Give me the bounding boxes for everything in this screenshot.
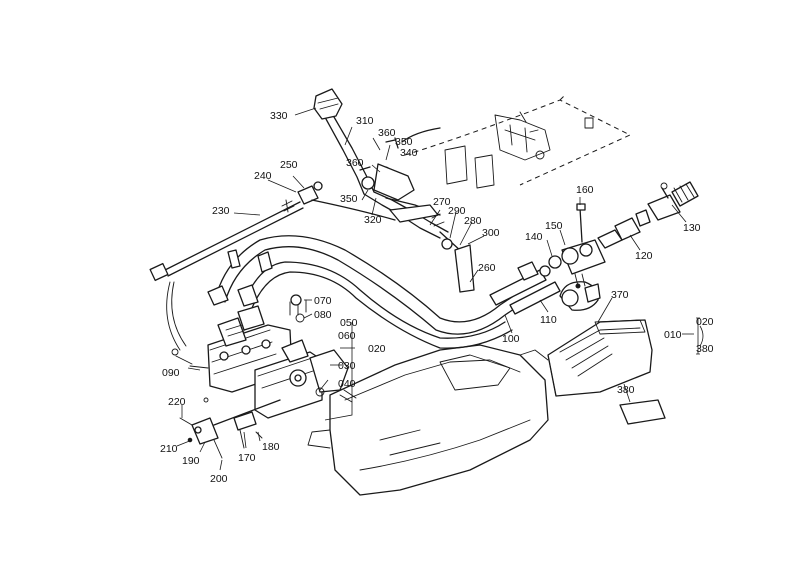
- callout-310: 310: [356, 115, 374, 127]
- callout-labels: 330 310 360 350 340 360 350 320 250 240 …: [160, 110, 714, 485]
- callout-020: 020: [368, 343, 386, 355]
- gear-lever-assembly: [313, 88, 475, 293]
- control-rod: [149, 181, 396, 282]
- pad-380: [619, 399, 666, 425]
- group-bracket-right: [696, 317, 704, 355]
- callout-380: 380: [617, 384, 635, 396]
- callout-170: 170: [238, 452, 256, 464]
- callout-240: 240: [254, 170, 272, 182]
- callout-190: 190: [182, 455, 200, 467]
- battery-370: [547, 319, 653, 397]
- callout-020: 020: [696, 316, 714, 328]
- callout-120: 120: [635, 250, 653, 262]
- control-valve-block: [171, 294, 357, 419]
- callout-290: 290: [448, 205, 466, 217]
- callout-350: 350: [395, 136, 413, 148]
- pipes-100-110: [489, 255, 562, 315]
- callout-060: 060: [338, 330, 356, 342]
- callout-340: 340: [400, 147, 418, 159]
- callout-150: 150: [545, 220, 563, 232]
- callout-280: 280: [464, 215, 482, 227]
- callout-160: 160: [576, 184, 594, 196]
- callout-110: 110: [540, 314, 557, 326]
- callout-260: 260: [478, 262, 496, 274]
- callout-130: 130: [683, 222, 701, 234]
- callout-070: 070: [314, 295, 332, 307]
- callout-350: 350: [340, 193, 358, 205]
- callout-030: 030: [338, 360, 356, 372]
- callout-080: 080: [314, 309, 332, 321]
- tractor-body-outline: [404, 94, 632, 189]
- callout-180: 180: [262, 441, 280, 453]
- callout-010: 010: [664, 329, 682, 341]
- callout-210: 210: [160, 443, 178, 455]
- callout-270: 270: [433, 196, 451, 208]
- callout-320: 320: [364, 214, 382, 226]
- callout-140: 140: [525, 231, 543, 243]
- leader-lines: [176, 107, 694, 471]
- callout-360: 360: [346, 157, 364, 169]
- callout-300: 300: [482, 227, 500, 239]
- callout-250: 250: [280, 159, 298, 171]
- callout-330: 330: [270, 110, 288, 122]
- callout-200: 200: [210, 473, 228, 485]
- callout-040: 040: [338, 378, 356, 390]
- callout-100: 100: [502, 333, 520, 345]
- callout-050: 050: [340, 317, 358, 329]
- callout-360: 360: [378, 127, 396, 139]
- callout-380: 380: [696, 343, 714, 355]
- callout-230: 230: [212, 205, 230, 217]
- tank-body: [307, 344, 549, 496]
- coupler-assembly: [559, 181, 699, 311]
- callout-220: 220: [168, 396, 186, 408]
- small-linkage-parts: [179, 397, 281, 459]
- callout-090: 090: [162, 367, 180, 379]
- callout-370: 370: [611, 289, 629, 301]
